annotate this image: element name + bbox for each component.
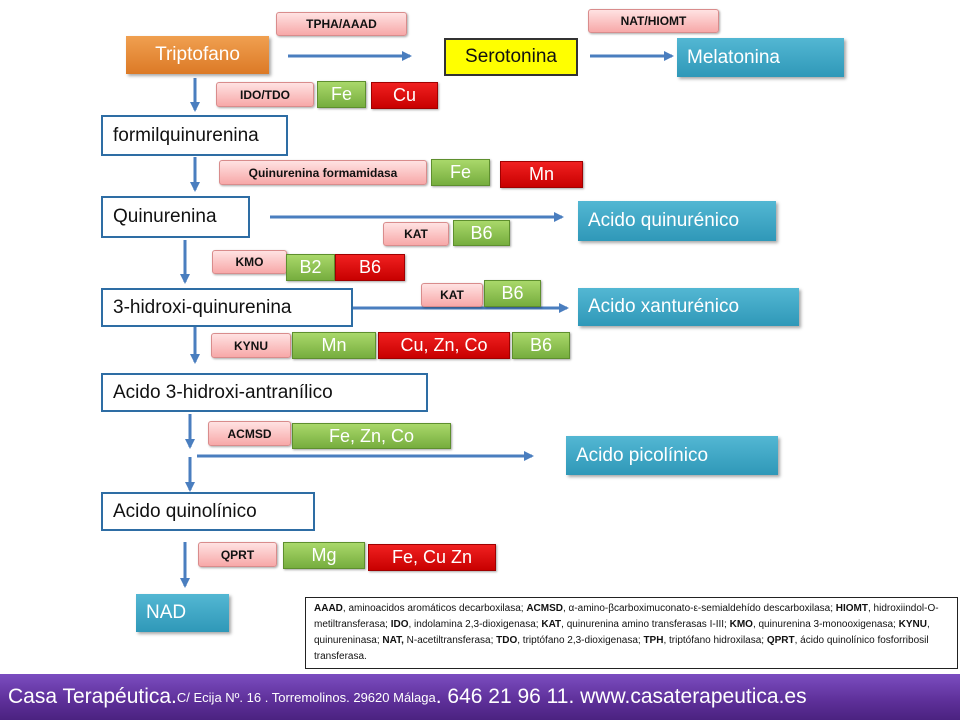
- cofactor-ido-cu: Cu: [371, 82, 438, 109]
- enzyme-tpha-aaad: TPHA/AAAD: [276, 12, 407, 36]
- serotonina-box: Serotonina: [444, 38, 578, 76]
- cofactor-kat2-b6: B6: [484, 280, 541, 307]
- nad-box: NAD: [136, 594, 229, 632]
- acido-xanturenico-box: Acido xanturénico: [578, 288, 799, 326]
- abbreviation-legend: AAAD, aminoacidos aromáticos decarboxila…: [305, 597, 958, 669]
- acido-quinolinico-box: Acido quinolínico: [101, 492, 315, 531]
- formilquinurenina-box: formilquinurenina: [101, 115, 288, 156]
- cofactor-qprt-fe-cu-zn: Fe, Cu Zn: [368, 544, 496, 571]
- footer-name: Casa Terapéutica.: [8, 685, 177, 708]
- cofactor-kynu-cu-zn-co: Cu, Zn, Co: [378, 332, 510, 359]
- cofactor-acmsd-fe-zn-co: Fe, Zn, Co: [292, 423, 451, 449]
- cofactor-form-fe: Fe: [431, 159, 490, 186]
- cofactor-kynu-b6: B6: [512, 332, 570, 359]
- enzyme-quinurenina-formamidasa: Quinurenina formamidasa: [219, 160, 427, 185]
- footer-address: C/ Ecija Nº. 16 . Torremolinos. 29620 Má…: [176, 689, 436, 705]
- enzyme-ido-tdo: IDO/TDO: [216, 82, 314, 107]
- enzyme-kat-2: KAT: [421, 283, 483, 307]
- enzyme-kynu: KYNU: [211, 333, 291, 358]
- cofactor-kynu-mn: Mn: [292, 332, 376, 359]
- acido-quinurenico-box: Acido quinurénico: [578, 201, 776, 241]
- cofactor-qprt-mg: Mg: [283, 542, 365, 569]
- enzyme-kat-1: KAT: [383, 222, 449, 246]
- hidroxi-quinurenina-box: 3-hidroxi-quinurenina: [101, 288, 353, 327]
- quinurenina-box: Quinurenina: [101, 196, 250, 238]
- melatonina-box: Melatonina: [677, 38, 844, 77]
- footer-contact: . 646 21 96 11. www.casaterapeutica.es: [435, 685, 807, 708]
- cofactor-kat1-b6: B6: [453, 220, 510, 246]
- footer-banner: Casa Terapéutica. C/ Ecija Nº. 16 . Torr…: [0, 674, 960, 720]
- triptofano-box: Triptofano: [126, 36, 269, 74]
- cofactor-form-mn: Mn: [500, 161, 583, 188]
- cofactor-kmo-b6: B6: [335, 254, 405, 281]
- enzyme-kmo: KMO: [212, 250, 287, 274]
- enzyme-qprt: QPRT: [198, 542, 277, 567]
- cofactor-kmo-b2: B2: [286, 254, 335, 281]
- acido-picolinico-box: Acido picolínico: [566, 436, 778, 475]
- cofactor-ido-fe: Fe: [317, 81, 366, 108]
- enzyme-nat-hiomt: NAT/HIOMT: [588, 9, 719, 33]
- enzyme-acmsd: ACMSD: [208, 421, 291, 446]
- acido-hidroxi-antranilico-box: Acido 3-hidroxi-antranílico: [101, 373, 428, 412]
